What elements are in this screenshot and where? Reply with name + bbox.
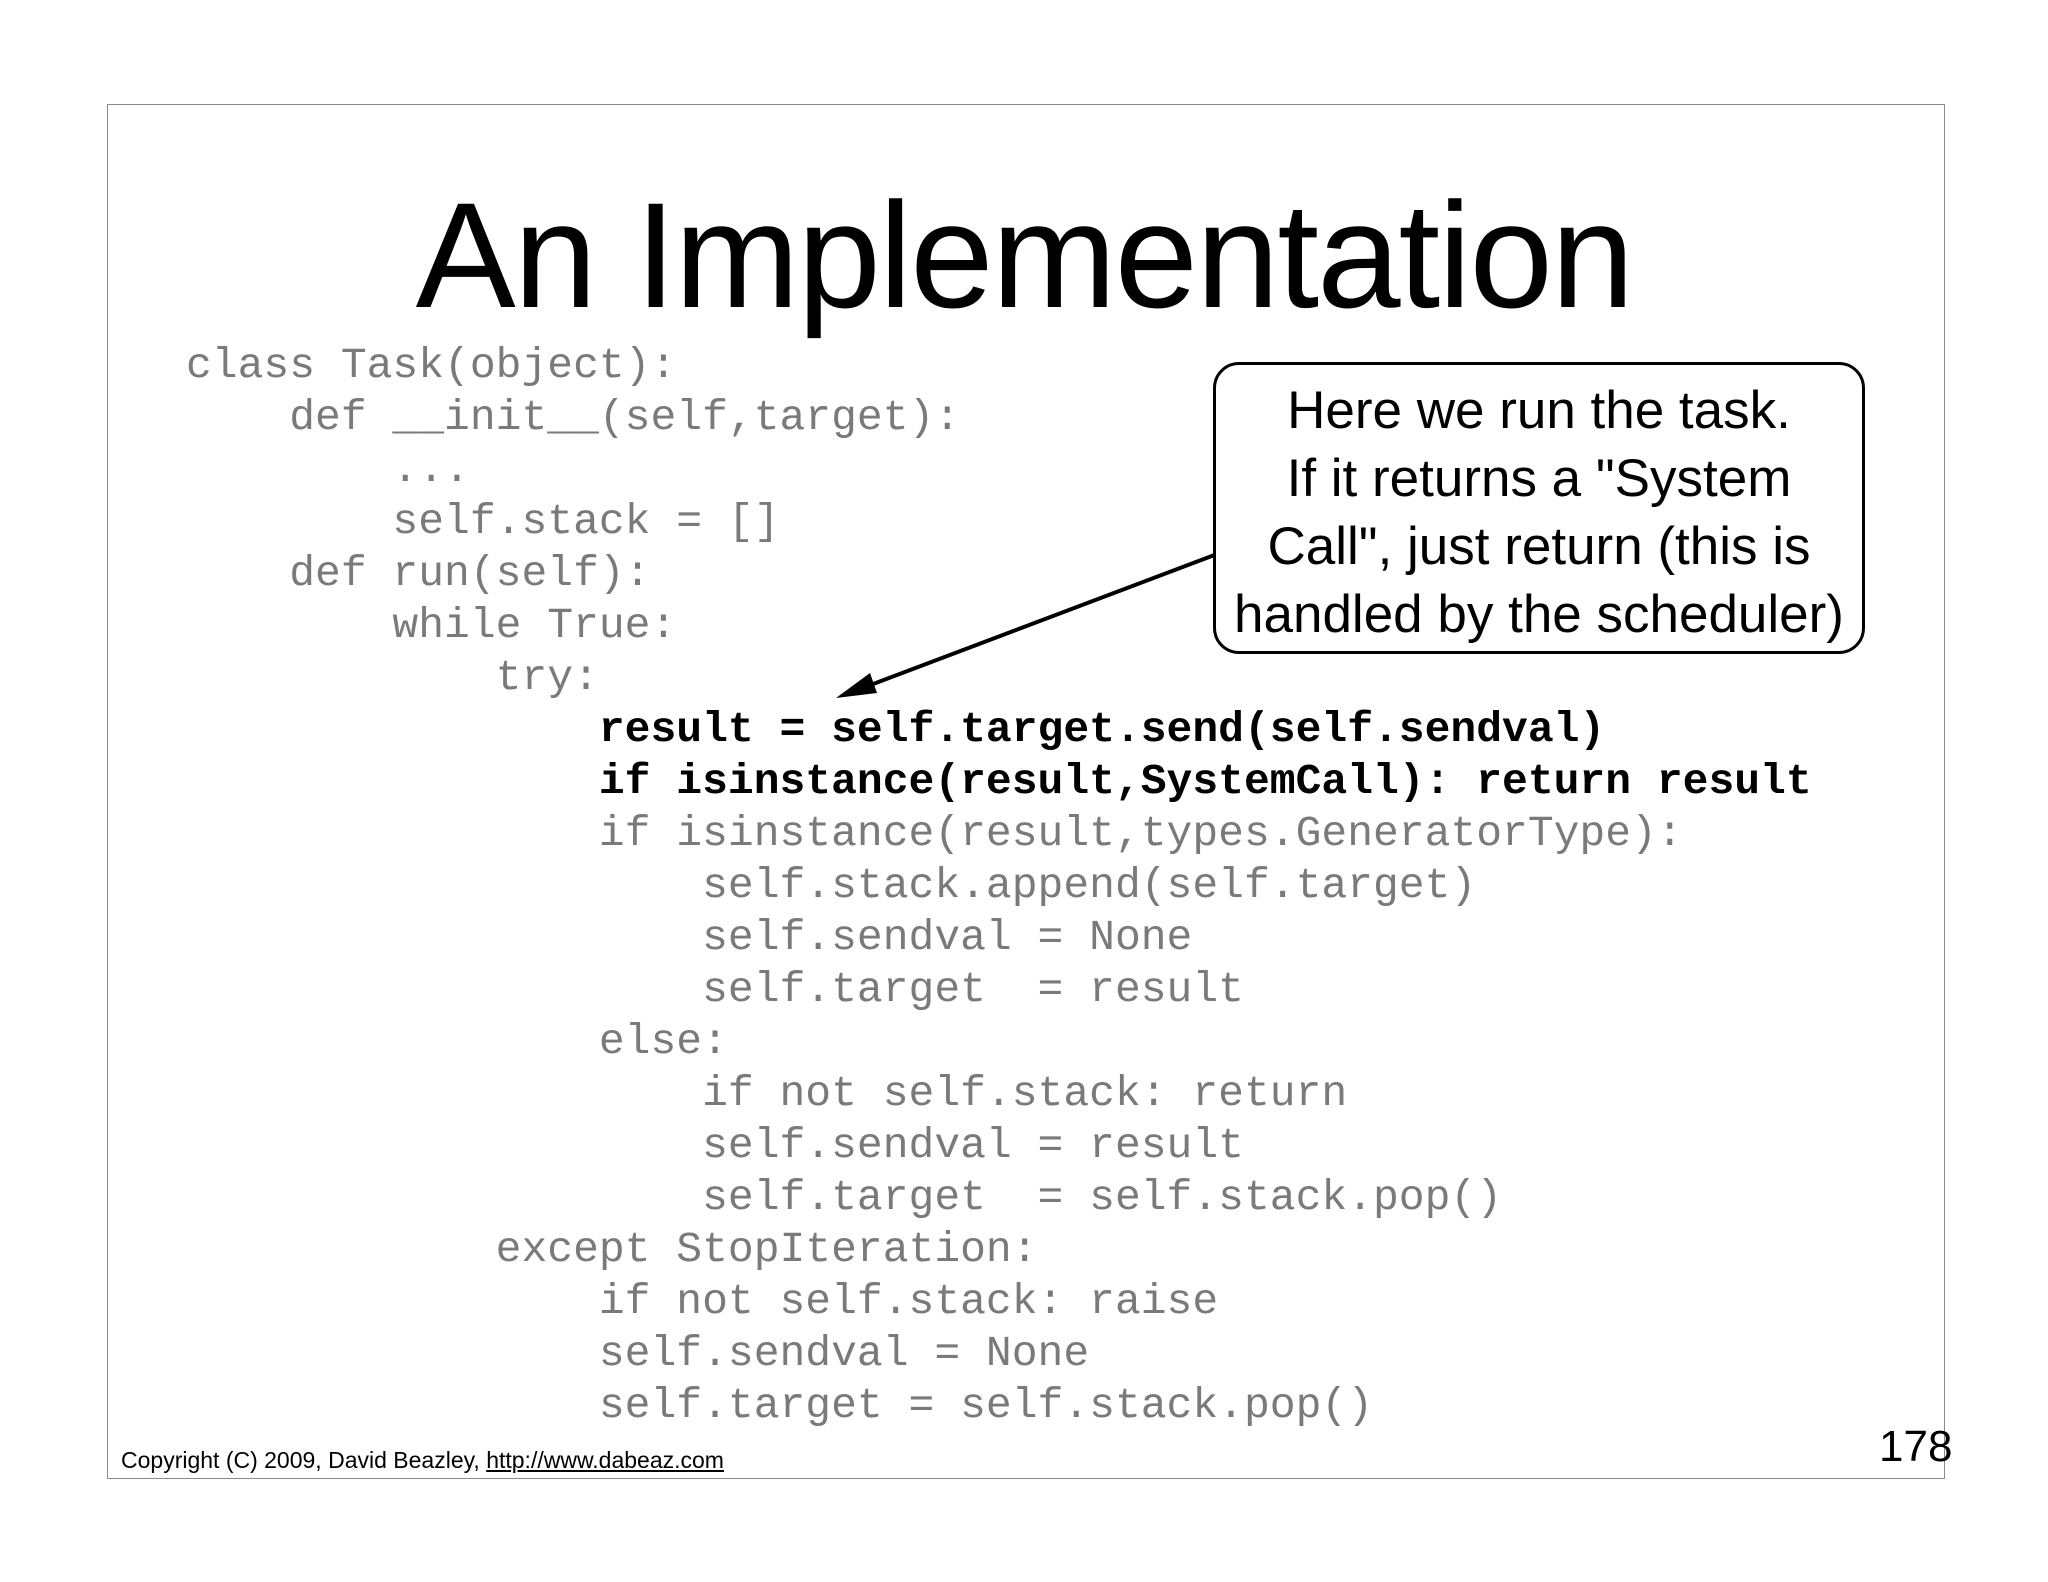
code-line: self.target = result bbox=[186, 965, 1244, 1014]
code-line: self.stack = [] bbox=[186, 497, 780, 546]
code-line: while True: bbox=[186, 601, 677, 650]
slide-frame bbox=[107, 104, 1945, 1479]
callout-line: Call", just return (this is bbox=[1267, 517, 1811, 576]
code-line: if isinstance(result,SystemCall): return… bbox=[186, 757, 1812, 806]
code-line: self.target = self.stack.pop() bbox=[186, 1173, 1503, 1222]
code-line: self.sendval = None bbox=[186, 1329, 1090, 1378]
code-line: result = self.target.send(self.sendval) bbox=[186, 705, 1606, 754]
code-line: ... bbox=[186, 445, 470, 494]
code-line: def run(self): bbox=[186, 549, 651, 598]
code-line: if not self.stack: return bbox=[186, 1069, 1348, 1118]
page-number: 178 bbox=[1879, 1422, 1953, 1471]
copyright-link[interactable]: http://www.dabeaz.com bbox=[486, 1447, 724, 1473]
code-line: self.sendval = result bbox=[186, 1121, 1244, 1170]
callout-line: If it returns a "System bbox=[1286, 449, 1792, 508]
code-block: class Task(object): def __init__(self,ta… bbox=[186, 340, 1812, 1432]
code-line: if isinstance(result,types.GeneratorType… bbox=[186, 809, 1683, 858]
code-line: self.target = self.stack.pop() bbox=[186, 1381, 1373, 1430]
code-line: except StopIteration: bbox=[186, 1225, 1038, 1274]
code-line: if not self.stack: raise bbox=[186, 1277, 1219, 1326]
code-line: class Task(object): bbox=[186, 341, 677, 390]
copyright-text: Copyright (C) 2009, David Beazley, bbox=[121, 1447, 487, 1473]
callout-line: Here we run the task. bbox=[1287, 381, 1791, 440]
code-line: try: bbox=[186, 653, 599, 702]
code-line: def __init__(self,target): bbox=[186, 393, 961, 442]
callout-line: handled by the scheduler) bbox=[1234, 585, 1844, 644]
slide-title: An Implementation bbox=[415, 171, 1635, 339]
copyright-footer: Copyright (C) 2009, David Beazley, http:… bbox=[121, 1447, 724, 1474]
code-line: else: bbox=[186, 1017, 728, 1066]
code-line: self.sendval = None bbox=[186, 913, 1193, 962]
callout-box: Here we run the task. If it returns a "S… bbox=[1213, 362, 1865, 654]
code-line: self.stack.append(self.target) bbox=[186, 861, 1477, 910]
